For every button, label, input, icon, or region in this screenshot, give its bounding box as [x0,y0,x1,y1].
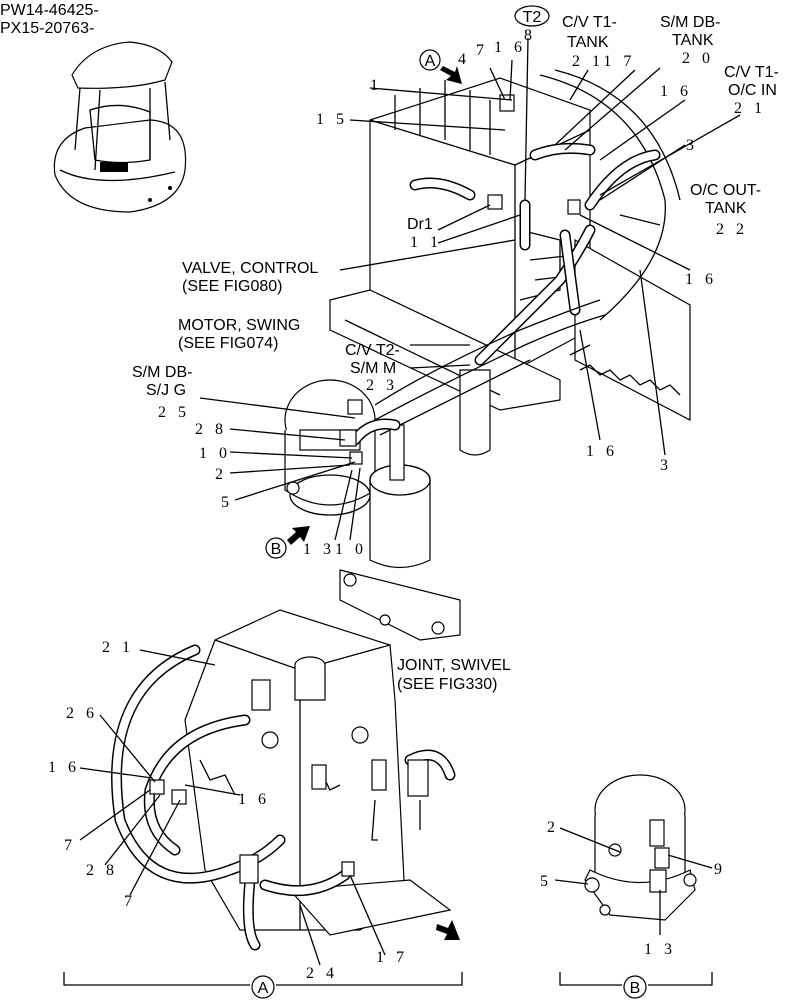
joint-swivel-label-2: (SEE FIG330) [397,676,497,693]
svg-text:T2: T2 [523,9,542,26]
view-b-drawing [584,774,697,921]
view-a-marker-top: A [419,49,462,84]
callout-3-top: 3 [686,137,698,154]
callout-20: 2 0 [682,50,714,67]
callout-3-low: 3 [660,457,672,474]
motor-swing-label-1: MOTOR, SWING [178,317,300,334]
oc-out-tank-label-2: TANK [705,200,747,217]
callout-26: 2 6 [66,705,98,722]
callout-13: 1 3 [644,941,676,958]
callout-21-top: 2 1 [734,100,766,117]
callout-17: 1 7 [376,949,408,966]
callout-13-10: 1 31 0 [303,541,367,558]
callout-11: 1 1 [410,234,442,251]
svg-text:B: B [630,980,641,997]
callout-24: 2 4 [306,965,338,982]
valve-control-label-2: (SEE FIG080) [182,278,282,295]
callout-25: 2 5 [158,404,190,421]
cv-t1-tank-label-2: TANK [567,34,609,51]
dr1-label: Dr1 [407,216,433,233]
view-a-bracket [63,972,463,986]
callout-9: 9 [714,861,726,878]
svg-text:B: B [271,541,282,558]
callout-2-mid: 2 [215,466,227,483]
t2-port-marker: T2 [514,5,550,27]
svg-text:A: A [425,53,436,70]
callout-1: 1 [370,77,382,94]
callout-7-bottom: 7 [124,893,136,910]
callout-16-low: 1 6 [586,443,618,460]
callout-10-mid: 1 0 [199,445,231,462]
swing-motor-swivel-drawing [284,379,461,641]
callout-16-center: 1 6 [238,791,270,808]
view-b-bracket-label: B [623,975,647,999]
cv-t1-oc-in-label-2: O/C IN [728,82,777,99]
callout-7-top: 7 [476,42,488,59]
serial-range-line2: PX15-20763- [0,20,94,37]
callout-28-bottom: 2 8 [86,862,118,879]
sm-db-tank-label-2: TANK [672,32,714,49]
svg-text:A: A [258,980,269,997]
serial-range-line1: PW14-46425- [0,2,99,19]
callout-15: 1 5 [316,111,348,128]
view-b-marker-top: B [265,526,310,559]
callout-5-mid: 5 [221,494,233,511]
machine-thumbnail [53,41,187,213]
sm-db-tank-label-1: S/M DB- [660,14,720,31]
callout-23: 2 3 [366,377,398,394]
callout-7-left: 7 [64,837,76,854]
sm-db-sj-g-label-1: S/M DB- [132,364,192,381]
callout-21-bottom: 2 1 [102,639,134,656]
callout-28-mid: 2 8 [195,421,227,438]
view-a-bracket-label: A [251,975,275,999]
callout-16-right: 1 6 [660,83,692,100]
cv-t1-oc-in-label-1: C/V T1- [724,64,779,81]
control-valve-drawing [329,69,691,456]
sm-db-sj-g-label-2: S/J G [146,382,186,399]
callout-16-top: 1 6 [494,39,526,56]
cv-t1-tank-label-1: C/V T1- [562,14,617,31]
callout-16-mid: 1 6 [685,271,717,288]
joint-swivel-label-1: JOINT, SWIVEL [397,657,511,674]
callout-2-11-7: 2 11 7 [572,53,635,70]
callout-5-view-b: 5 [540,873,552,890]
oc-out-tank-label-1: O/C OUT- [690,182,761,199]
leader-lines [79,37,741,966]
motor-swing-label-2: (SEE FIG074) [178,335,278,352]
view-a-drawing [111,609,460,951]
callout-2-view-b: 2 [547,819,559,836]
callout-4: 4 [458,51,470,68]
callout-16-left: 1 6 [48,759,80,776]
valve-control-label-1: VALVE, CONTROL [182,260,318,277]
callout-8: 8 [524,27,536,44]
callout-22: 2 2 [716,221,748,238]
view-b-bracket [559,972,713,986]
cv-t2-sm-m-label-2: S/M M [350,360,396,377]
cv-t2-sm-m-label-1: C/V T2- [345,342,400,359]
